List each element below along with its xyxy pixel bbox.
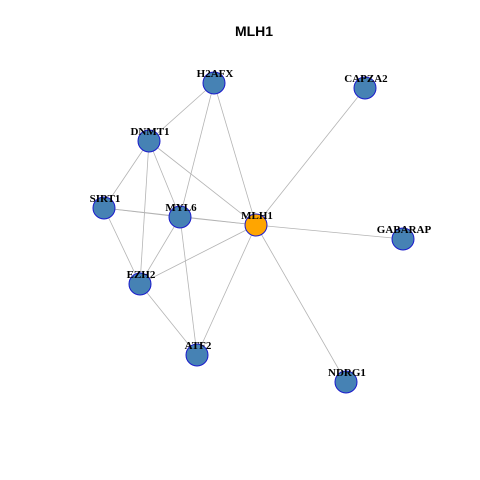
edge-capza2-mlh1 xyxy=(255,87,366,226)
node-sirt1 xyxy=(92,196,116,220)
edge-mlh1-ndrg1 xyxy=(255,224,347,383)
edge-dnmt1-mlh1 xyxy=(148,140,257,226)
node-label-ndrg1: NDRG1 xyxy=(328,367,366,379)
node-gabarap xyxy=(391,227,415,251)
node-ndrg1 xyxy=(334,370,358,394)
edge-myl6-ezh2 xyxy=(139,216,181,285)
graph-title: MLH1 xyxy=(235,23,273,39)
edge-h2afx-mlh1 xyxy=(213,82,257,226)
nodes-layer xyxy=(92,71,415,394)
edge-myl6-atf2 xyxy=(179,216,198,356)
node-label-atf2: ATF2 xyxy=(185,340,212,352)
edge-ezh2-atf2 xyxy=(139,283,198,356)
edge-dnmt1-myl6 xyxy=(148,140,181,218)
node-label-ezh2: EZH2 xyxy=(127,269,156,281)
node-label-myl6: MYL6 xyxy=(165,202,197,214)
edge-mlh1-atf2 xyxy=(196,224,257,356)
node-label-capza2: CAPZA2 xyxy=(344,73,388,85)
edge-mlh1-gabarap xyxy=(255,224,404,240)
edge-sirt1-ezh2 xyxy=(103,207,141,285)
edge-mlh1-ezh2 xyxy=(139,224,257,285)
edge-h2afx-myl6 xyxy=(179,82,215,218)
node-label-mlh1: MLH1 xyxy=(241,210,273,222)
edge-h2afx-dnmt1 xyxy=(148,82,215,142)
node-dnmt1 xyxy=(137,129,161,153)
edges-layer xyxy=(103,82,404,383)
node-myl6 xyxy=(168,205,192,229)
node-h2afx xyxy=(202,71,226,95)
node-atf2 xyxy=(185,343,209,367)
node-label-sirt1: SIRT1 xyxy=(90,193,121,205)
node-label-gabarap: GABARAP xyxy=(377,224,432,236)
edge-dnmt1-sirt1 xyxy=(103,140,150,209)
node-label-h2afx: H2AFX xyxy=(197,68,234,80)
node-mlh1 xyxy=(244,213,268,237)
node-ezh2 xyxy=(128,272,152,296)
node-capza2 xyxy=(353,76,377,100)
node-label-dnmt1: DNMT1 xyxy=(130,126,169,138)
edge-myl6-mlh1 xyxy=(179,216,257,226)
